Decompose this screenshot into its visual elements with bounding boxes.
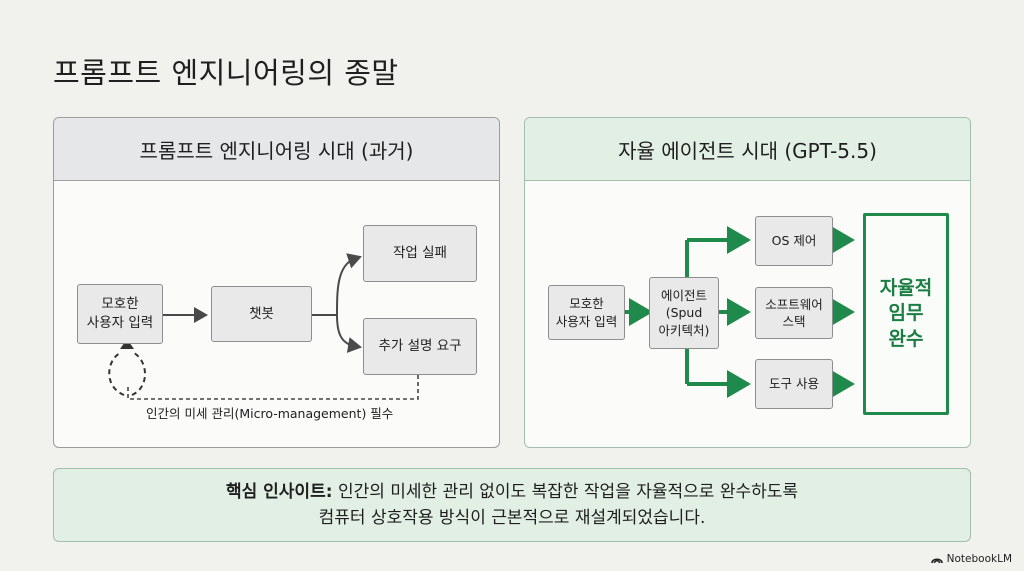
agent-line1: 에이전트 xyxy=(660,287,707,303)
software-line2: 스택 xyxy=(782,314,806,329)
task-fail-node: 작업 실패 xyxy=(363,225,477,282)
agent-line2: (Spud xyxy=(665,305,703,321)
result-line3: 완수 xyxy=(888,327,924,350)
feedback-dashed-line xyxy=(127,375,419,400)
more-explanation-node: 추가 설명 요구 xyxy=(363,318,477,375)
past-era-header: 프롬프트 엔지니어링 시대 (과거) xyxy=(54,118,499,181)
software-line1: 소프트웨어 xyxy=(765,296,823,312)
agent-era-header: 자율 에이전트 시대 (GPT-5.5) xyxy=(525,118,970,181)
arrow-chatbot-to-fail xyxy=(312,257,360,316)
insight-line2: 컴퓨터 상호작용 방식이 근본적으로 재설계되었습니다. xyxy=(318,508,706,528)
notebooklm-logo-icon xyxy=(930,558,943,564)
result-line1: 자율적 xyxy=(879,276,933,299)
vague-input-line1: 모호한 xyxy=(569,296,604,311)
vague-input-line1: 모호한 xyxy=(101,296,139,313)
brand-label: NotebookLM xyxy=(946,553,1012,565)
feedback-loop-arrowhead xyxy=(120,339,134,349)
vague-input-line2: 사용자 입력 xyxy=(86,315,154,331)
os-control-node: OS 제어 xyxy=(755,216,833,266)
brand-watermark: NotebookLM xyxy=(930,553,1012,565)
feedback-loop-curve-2 xyxy=(131,352,146,396)
insight-line1: 인간의 미세한 관리 없이도 복잡한 작업을 자율적으로 완수하도록 xyxy=(337,481,799,502)
slide-title: 프롬프트 엔지니어링의 종말 xyxy=(53,56,399,90)
chatbot-node: 챗봇 xyxy=(211,286,312,342)
insight-line1-row: 핵심 인사이트: 인간의 미세한 관리 없이도 복잡한 작업을 자율적으로 완수… xyxy=(225,481,799,502)
feedback-loop-curve xyxy=(108,352,125,396)
agent-line3: 아키텍처) xyxy=(658,322,710,338)
micro-management-note: 인간의 미세 관리(Micro-management) 필수 xyxy=(146,406,394,421)
arrow-chatbot-to-more xyxy=(336,314,362,353)
key-insight-box: 핵심 인사이트: 인간의 미세한 관리 없이도 복잡한 작업을 자율적으로 완수… xyxy=(53,468,971,542)
insight-label: 핵심 인사이트 xyxy=(225,481,326,502)
tool-use-node: 도구 사용 xyxy=(755,359,833,409)
result-line2: 임무 xyxy=(888,302,924,325)
vague-input-line2: 사용자 입력 xyxy=(555,313,618,329)
past-era-connectors xyxy=(108,181,419,400)
